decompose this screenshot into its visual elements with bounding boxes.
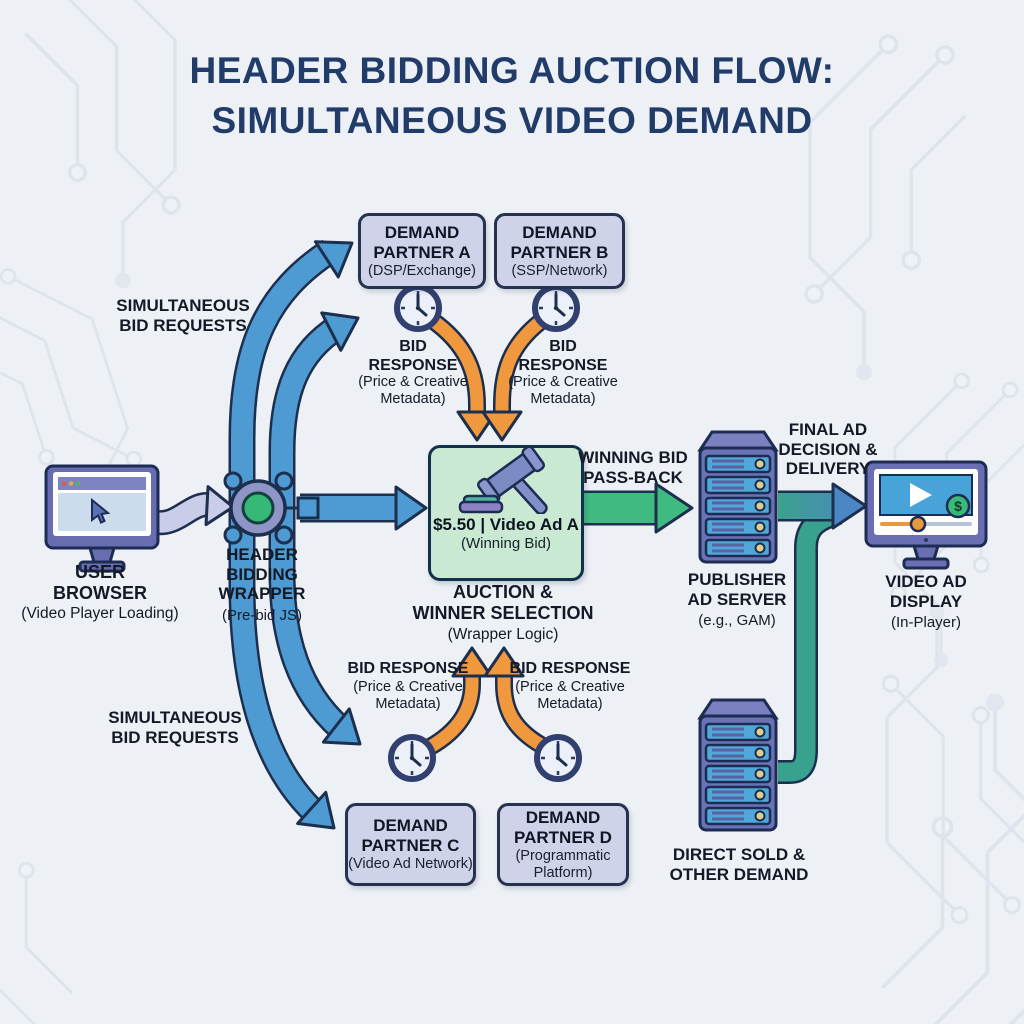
bid-response-c-label: BID RESPONSE bbox=[347, 660, 469, 677]
demand-partner-d-box: DEMAND PARTNER D (Programmatic Platform) bbox=[497, 803, 629, 886]
arrow-bid-response-b bbox=[481, 314, 546, 442]
latency-clock-icon-b bbox=[535, 287, 577, 329]
demand-partner-a-label: DEMAND PARTNER A bbox=[373, 222, 471, 262]
gavel-base bbox=[458, 494, 504, 514]
auction-sublabel: (Wrapper Logic) bbox=[447, 626, 559, 643]
bid-response-b-label: BID RESPONSE bbox=[518, 338, 608, 374]
browser-dot-red bbox=[61, 481, 67, 486]
arrow-bid-request-to-partner-c bbox=[228, 508, 336, 830]
gavel-icon bbox=[458, 448, 548, 514]
latency-clock-icon-c bbox=[391, 737, 433, 779]
publisher-ad-server-label: PUBLISHER AD SERVER bbox=[687, 570, 787, 609]
demand-partner-d-sublabel: (Programmatic Platform) bbox=[515, 848, 611, 881]
auction-winner-box: $5.50 | Video Ad A (Winning Bid) bbox=[428, 445, 584, 581]
demand-partner-c-label: DEMAND PARTNER C bbox=[361, 816, 460, 856]
simultaneous-bid-requests-top-label: SIMULTANEOUS BID REQUESTS bbox=[116, 296, 250, 335]
auction-label: AUCTION & WINNER SELECTION bbox=[412, 582, 594, 623]
demand-partner-b-label: DEMAND PARTNER B bbox=[510, 222, 609, 262]
bid-response-d-sublabel: (Price & Creative Metadata) bbox=[515, 679, 625, 712]
bid-response-b-sublabel: (Price & Creative Metadata) bbox=[508, 374, 618, 407]
video-ad-display-label: VIDEO AD DISPLAY bbox=[885, 572, 967, 611]
winning-bid-passback-label: WINNING BID PASS-BACK bbox=[578, 448, 688, 487]
arrow-browser-to-wrapper bbox=[146, 485, 235, 536]
hub-node-square bbox=[296, 496, 320, 520]
arrow-bid-request-to-partner-a bbox=[228, 239, 354, 512]
direct-sold-server-icon bbox=[698, 698, 778, 832]
demand-partner-b-box: DEMAND PARTNER B (SSP/Network) bbox=[494, 213, 625, 289]
cursor-icon bbox=[91, 497, 111, 524]
arrow-bid-response-c bbox=[425, 646, 493, 755]
bid-response-d-label: BID RESPONSE bbox=[509, 660, 631, 677]
arrow-winning-bid-passback bbox=[576, 482, 694, 534]
arrow-final-ad-delivery bbox=[778, 482, 868, 530]
bid-response-a-label: BID RESPONSE bbox=[368, 338, 458, 374]
latency-clock-icon-a bbox=[397, 287, 439, 329]
demand-partner-d-label: DEMAND PARTNER D bbox=[514, 808, 612, 848]
demand-partner-c-sublabel: (Video Ad Network) bbox=[348, 856, 473, 873]
arrow-bid-response-d bbox=[483, 646, 546, 753]
dollar-badge-icon: $ bbox=[945, 493, 971, 519]
arrow-direct-demand-merge bbox=[778, 501, 843, 784]
publisher-ad-server-sublabel: (e.g., GAM) bbox=[698, 612, 776, 629]
progress-knob bbox=[909, 515, 927, 533]
final-ad-delivery-label: FINAL AD DECISION & DELIVERY bbox=[778, 420, 878, 479]
video-ad-display-sublabel: (In-Player) bbox=[890, 614, 962, 631]
user-browser-label: USER BROWSER bbox=[53, 562, 147, 603]
winning-bid-value: $5.50 | Video Ad A bbox=[433, 515, 579, 534]
wrapper-sublabel: (Pre-bid JS) bbox=[221, 607, 303, 624]
demand-partner-a-sublabel: (DSP/Exchange) bbox=[368, 262, 476, 279]
demand-partner-c-box: DEMAND PARTNER C (Video Ad Network) bbox=[345, 803, 476, 886]
winning-bid-note: (Winning Bid) bbox=[460, 535, 552, 552]
direct-sold-label: DIRECT SOLD & OTHER DEMAND bbox=[669, 845, 809, 884]
header-bidding-wrapper-icon bbox=[223, 471, 320, 545]
browser-dot-yellow bbox=[68, 481, 74, 486]
user-browser-icon bbox=[44, 464, 160, 573]
simultaneous-bid-requests-bottom-label: SIMULTANEOUS BID REQUESTS bbox=[108, 708, 242, 747]
bid-response-a-sublabel: (Price & Creative Metadata) bbox=[358, 374, 468, 407]
arrow-bid-request-to-partner-b bbox=[268, 311, 360, 512]
wrapper-label: HEADER BIDDING WRAPPER bbox=[218, 545, 306, 604]
demand-partner-b-sublabel: (SSP/Network) bbox=[511, 262, 608, 279]
browser-dot-green bbox=[75, 481, 81, 486]
arrow-bid-request-to-partner-d bbox=[268, 508, 362, 746]
publisher-ad-server-icon bbox=[698, 430, 778, 564]
svg-text:$: $ bbox=[954, 498, 962, 514]
user-browser-sublabel: (Video Player Loading) bbox=[21, 605, 179, 622]
bid-response-c-sublabel: (Price & Creative Metadata) bbox=[353, 679, 463, 712]
latency-clock-icon-d bbox=[537, 737, 579, 779]
diagram-title: HEADER BIDDING AUCTION FLOW: SIMULTANEOU… bbox=[189, 50, 835, 141]
demand-partner-a-box: DEMAND PARTNER A (DSP/Exchange) bbox=[358, 213, 486, 289]
video-ad-display-icon: $ bbox=[864, 460, 988, 570]
play-icon bbox=[910, 483, 932, 507]
